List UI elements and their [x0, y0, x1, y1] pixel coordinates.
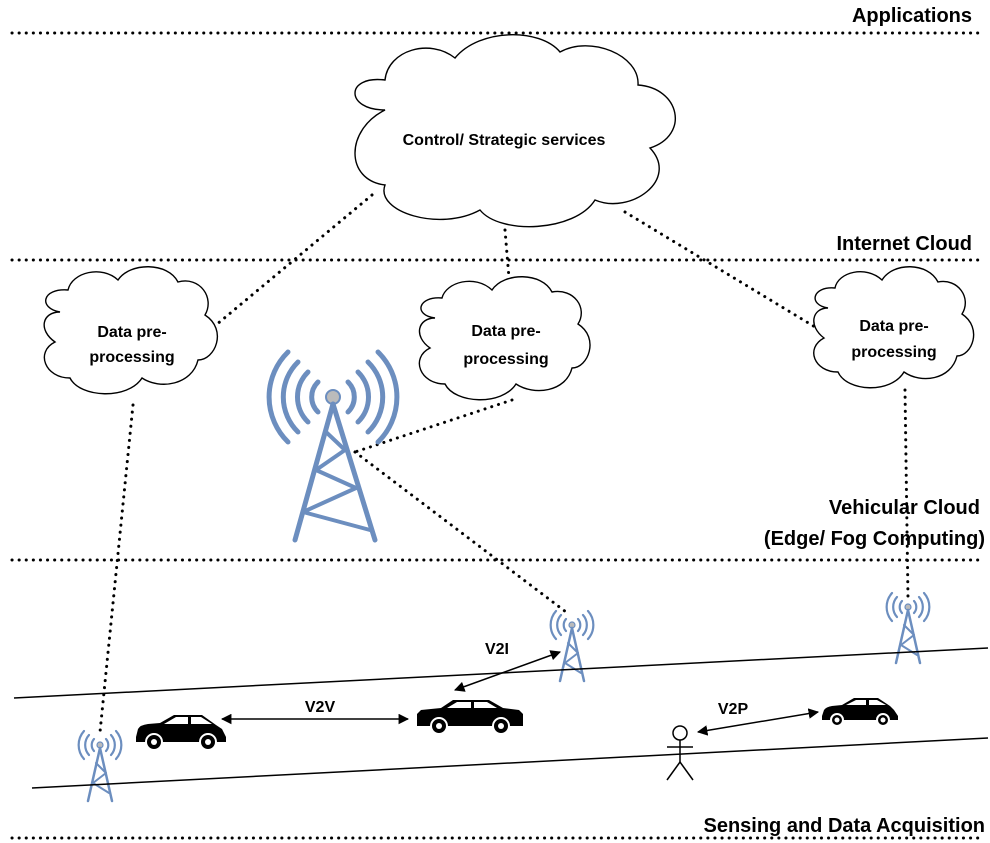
cell-tower-icon — [549, 609, 595, 683]
v2v-label: V2V — [305, 699, 336, 716]
connector-main-to-left — [208, 193, 374, 332]
road-edge-bottom — [31, 737, 989, 789]
connector-center-to-maintower — [353, 398, 514, 454]
cloud-main-label: Control/ Strategic services — [403, 132, 606, 149]
cloud-left-label-line2: processing — [89, 349, 174, 366]
cloud-control-strategic-services: Control/ Strategic services — [354, 34, 676, 228]
connector-main-to-right — [623, 210, 822, 332]
v2i-label: V2I — [485, 641, 509, 658]
connector-left-to-tower — [98, 403, 135, 734]
pedestrian-icon — [666, 725, 694, 781]
layer-label-sensing: Sensing and Data Acquisition — [703, 815, 985, 837]
v2i-arrow — [454, 650, 561, 692]
cloud-right-label-line1: Data pre- — [859, 318, 928, 335]
connector-right-to-tower — [903, 388, 910, 600]
car-icon — [136, 715, 226, 751]
cell-tower-icon — [266, 349, 400, 543]
car-icon — [822, 698, 898, 727]
cloud-center-label-line1: Data pre- — [471, 323, 540, 340]
cell-tower-icon — [885, 591, 931, 665]
v2p-label: V2P — [718, 701, 749, 718]
layer-label-applications: Applications — [852, 5, 972, 27]
cloud-center-label-line2: processing — [463, 351, 548, 368]
cloud-data-preprocessing-center: Data pre- processing — [418, 276, 591, 401]
v2p-arrow — [696, 708, 820, 736]
cloud-left-label-line1: Data pre- — [97, 324, 166, 341]
cloud-data-preprocessing-left: Data pre- processing — [43, 266, 218, 395]
layer-label-vehicular-cloud: Vehicular Cloud — [829, 497, 980, 519]
layer-label-edge-fog: (Edge/ Fog Computing) — [764, 528, 985, 550]
cloud-right-label-line2: processing — [851, 344, 936, 361]
layer-label-internet-cloud: Internet Cloud — [836, 233, 972, 255]
connector-maintower-to-v2i-tower — [353, 450, 568, 614]
cloud-data-preprocessing-right: Data pre- processing — [813, 266, 975, 389]
cell-tower-icon — [77, 729, 123, 803]
car-icon — [417, 700, 523, 735]
